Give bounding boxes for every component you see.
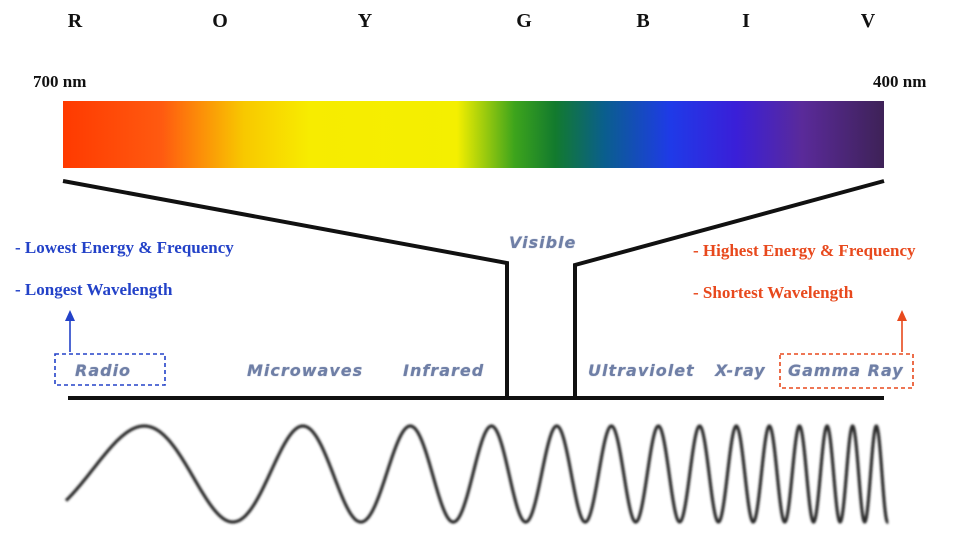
radio-highlight-box (54, 353, 166, 386)
funnel-left-line (62, 179, 509, 397)
letter-v: V (860, 10, 876, 32)
letter-g: G (516, 10, 532, 32)
band-infrared-label: Infrared (403, 361, 485, 380)
band-microwaves-label: Microwaves (247, 361, 364, 380)
letter-y: Y (357, 10, 373, 32)
band-visible-label: Visible (509, 233, 577, 252)
band-gamma-label: Gamma Ray (788, 361, 904, 380)
wavelength-700-label: 700 nm (33, 72, 87, 91)
band-ultraviolet-label: Ultraviolet (588, 361, 695, 380)
visible-spectrum-bar (63, 101, 884, 168)
letter-r: R (67, 10, 83, 32)
band-radio-label: Radio (75, 361, 132, 380)
arrow-up-icon (65, 310, 75, 352)
letter-o: O (212, 10, 228, 32)
highest-energy-note: - Highest Energy & Frequency (693, 241, 916, 260)
band-xray-label: X-ray (715, 361, 766, 380)
gamma-highlight-box (779, 353, 914, 389)
em-wave (64, 424, 889, 525)
shortest-wavelength-note: - Shortest Wavelength (693, 283, 854, 302)
lowest-energy-note: - Lowest Energy & Frequency (15, 238, 234, 257)
letter-i: I (742, 10, 750, 32)
funnel-right-line (573, 179, 885, 397)
wavelength-400-label: 400 nm (873, 72, 927, 91)
longest-wavelength-note: - Longest Wavelength (15, 280, 173, 299)
letter-b: B (636, 10, 650, 32)
arrow-up-icon (897, 310, 907, 352)
